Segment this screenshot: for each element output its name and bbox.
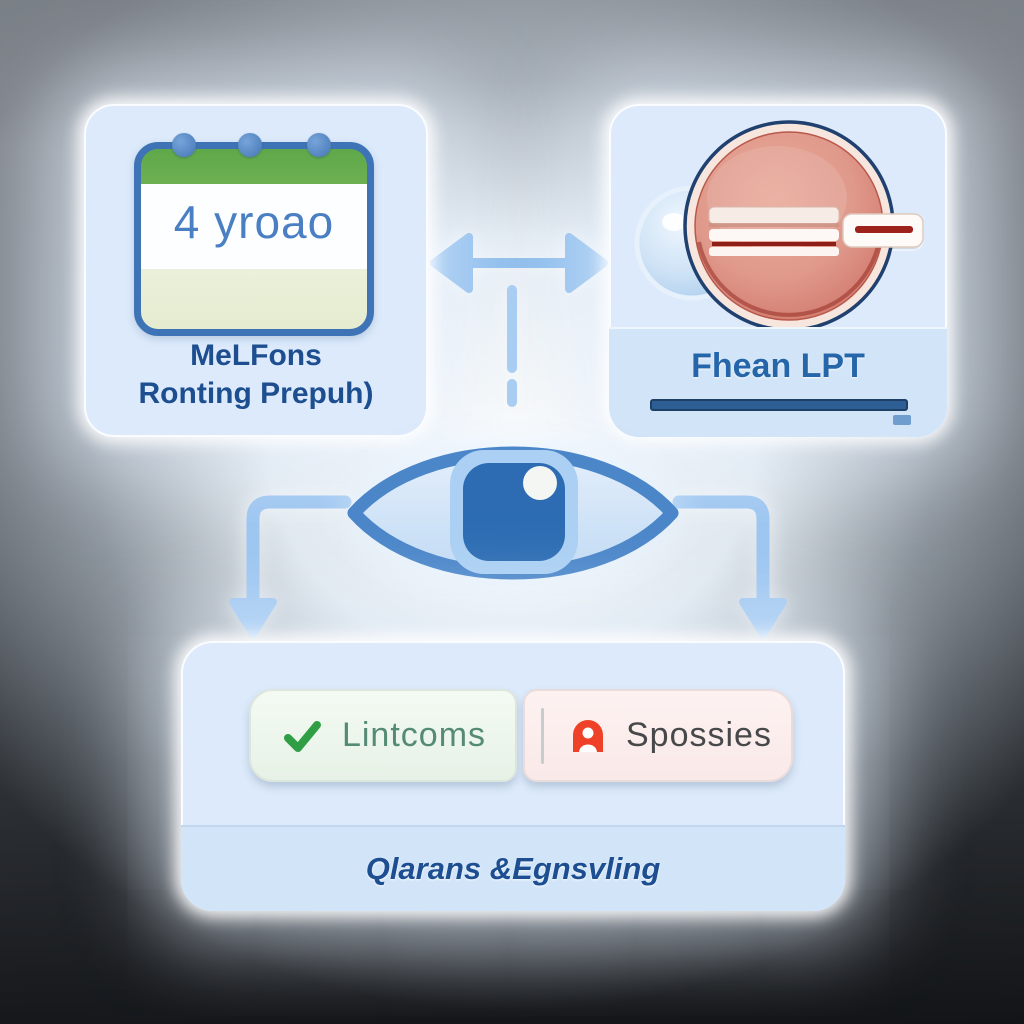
dish-card-title: Fhean LPT [691, 347, 865, 385]
person-icon [573, 719, 603, 752]
approve-button[interactable]: Lintcoms [249, 689, 517, 782]
dish-bars-shape [708, 206, 840, 256]
calendar-ring-icon [238, 133, 262, 157]
results-caption: Qlarans &Egnsvling [365, 851, 661, 886]
reject-button-label: Spossies [626, 716, 772, 754]
underline-chip [893, 415, 911, 425]
calendar-date-text: 4 yroao [173, 196, 335, 248]
calendar-card-title: MeLFons Ronting Prepuh) [86, 337, 426, 413]
results-card-footer: Qlarans &Egnsvling [181, 825, 845, 911]
petri-dish-icon [634, 120, 924, 332]
dish-card: Fhean LPT [609, 104, 947, 437]
calendar-ring-icon [307, 133, 331, 157]
test-strip-icon [842, 213, 924, 248]
calendar-ring-icon [172, 133, 196, 157]
calendar-icon: 4 yroao [134, 133, 374, 336]
button-divider [541, 707, 544, 764]
eye-icon [347, 446, 679, 580]
calendar-card-title-line2: Ronting Prepuh) [138, 377, 374, 411]
results-card: Lintcoms Spossies Qlarans &Egnsvling [181, 641, 845, 911]
calendar-card-title-line1: MeLFons [190, 339, 322, 373]
dish-card-footer: Fhean LPT [609, 327, 947, 437]
approve-button-label: Lintcoms [341, 716, 487, 754]
calendar-card: 4 yroao MeLFons Ronting Prepuh) [84, 104, 428, 437]
right-down-arrow-icon [672, 495, 787, 638]
reject-button[interactable]: Spossies [523, 689, 793, 782]
checkmark-icon [283, 720, 321, 752]
button-row: Lintcoms Spossies [249, 689, 793, 782]
underline-bar [650, 399, 908, 411]
double-arrow-icon [430, 233, 608, 293]
left-down-arrow-icon [229, 495, 352, 638]
